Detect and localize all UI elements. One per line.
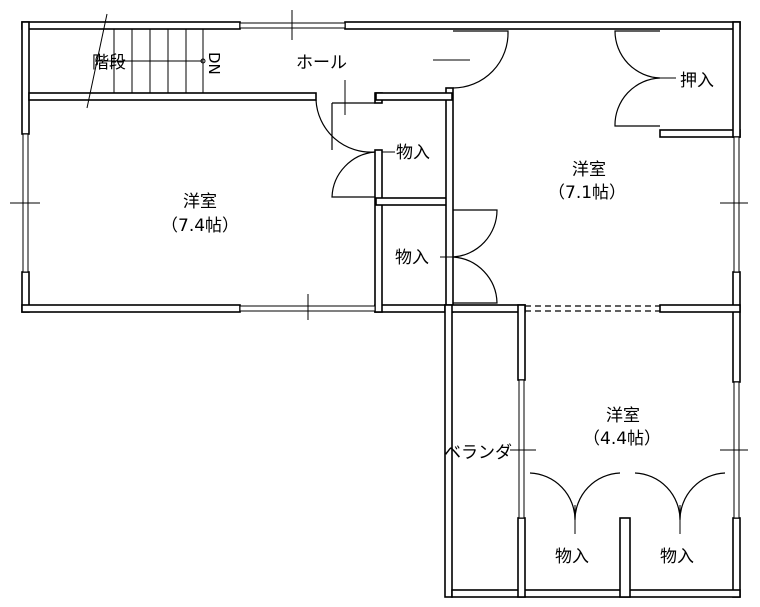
room-right-size: （7.1帖） — [548, 183, 626, 203]
windows — [10, 10, 748, 519]
room-right-label: 洋室 — [572, 160, 606, 180]
doors — [315, 30, 726, 534]
room-left-size: （7.4帖） — [161, 216, 239, 236]
veranda-label: ベランダ — [444, 443, 512, 463]
closet-bottom-right-label: 物入 — [660, 547, 694, 567]
room-bottom-label: 洋室 — [606, 406, 640, 426]
closet-bottom-left-label: 物入 — [555, 547, 589, 567]
room-bottom-size: （4.4帖） — [583, 429, 661, 449]
stairs-label: 階段 — [92, 53, 126, 73]
closet-middle-label: 物入 — [395, 248, 429, 268]
closet-upper-label: 物入 — [396, 143, 430, 163]
walls — [21, 21, 741, 598]
oshiire-label: 押入 — [680, 71, 714, 91]
hall-label: ホール — [296, 53, 347, 73]
room-left-label: 洋室 — [183, 192, 217, 212]
stairs-direction: DN — [205, 52, 223, 75]
stairs-treads — [86, 13, 206, 109]
